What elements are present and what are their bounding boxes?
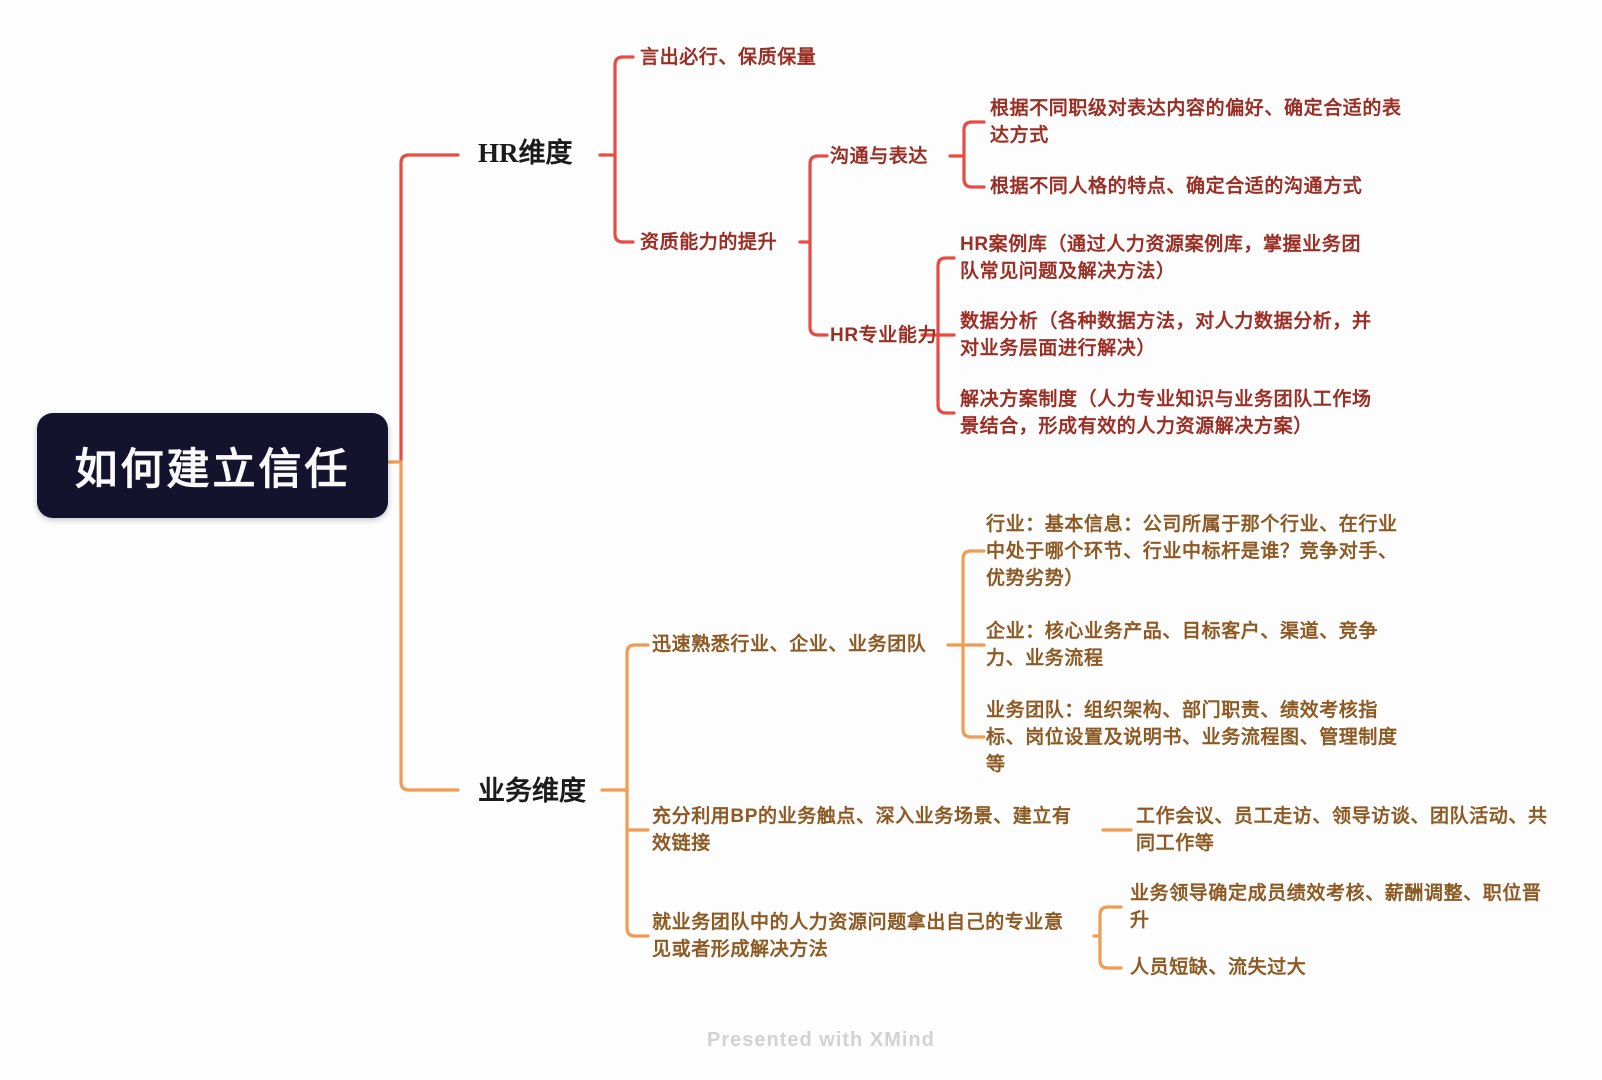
- topic-hr-dimension[interactable]: HR维度: [478, 138, 573, 168]
- topic-communication-expression[interactable]: 沟通与表达: [830, 146, 929, 167]
- topic-staff-shortage-turnover[interactable]: 人员短缺、流失过大: [1130, 957, 1307, 978]
- topic-keep-promises[interactable]: 言出必行、保质保量: [640, 47, 817, 68]
- topic-capability-improvement[interactable]: 资质能力的提升: [640, 232, 778, 253]
- topic-hr-professional-ability[interactable]: HR专业能力: [830, 325, 938, 346]
- topic-use-bp-touchpoints[interactable]: 充分利用BP的业务触点、深入业务场景、建立有效链接: [652, 806, 1072, 854]
- topic-leader-decides-performance[interactable]: 业务领导确定成员绩效考核、薪酬调整、职位晋升: [1130, 883, 1542, 931]
- topic-communication-by-personality[interactable]: 根据不同人格的特点、确定合适的沟通方式: [990, 176, 1363, 197]
- topic-business-team-info[interactable]: 业务团队：组织架构、部门职责、绩效考核指标、岗位设置及说明书、业务流程图、管理制…: [986, 700, 1398, 775]
- topic-industry-info[interactable]: 行业：基本信息：公司所属于那个行业、在行业中处于哪个环节、行业中标杆是谁？竞争对…: [986, 514, 1398, 589]
- root-topic[interactable]: 如何建立信任: [37, 413, 388, 518]
- topic-professional-opinions[interactable]: 就业务团队中的人力资源问题拿出自己的专业意见或者形成解决方法: [652, 912, 1064, 960]
- topic-get-familiar-quickly[interactable]: 迅速熟悉行业、企业、业务团队: [652, 634, 927, 655]
- topic-work-meetings-visits[interactable]: 工作会议、员工走访、领导访谈、团队活动、共同工作等: [1136, 806, 1548, 854]
- root-topic-label: 如何建立信任: [74, 445, 351, 494]
- topic-hr-case-library[interactable]: HR案例库（通过人力资源案例库，掌握业务团队常见问题及解决方法）: [960, 234, 1362, 282]
- topic-company-info[interactable]: 企业：核心业务产品、目标客户、渠道、竞争力、业务流程: [986, 621, 1379, 669]
- xmind-watermark: Presented with XMind: [707, 1029, 935, 1051]
- topic-solution-system[interactable]: 解决方案制度（人力专业知识与业务团队工作场景结合，形成有效的人力资源解决方案）: [960, 389, 1372, 437]
- topic-data-analysis[interactable]: 数据分析（各种数据方法，对人力数据分析，并对业务层面进行解决）: [960, 311, 1372, 359]
- topic-business-dimension[interactable]: 业务维度: [478, 776, 586, 806]
- topic-expression-by-rank[interactable]: 根据不同职级对表达内容的偏好、确定合适的表达方式: [990, 98, 1402, 146]
